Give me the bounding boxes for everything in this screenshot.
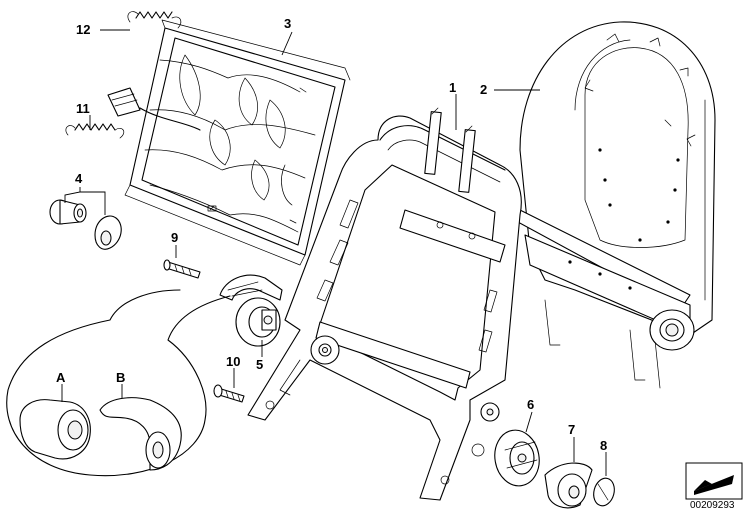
callout-3: 3 [284,16,291,31]
callout-5: 5 [256,357,263,372]
callout-11: 11 [76,101,90,116]
callout-7: 7 [568,422,575,437]
arrow-icon [685,462,743,500]
part-4-knob-and-washer [49,199,122,250]
part-8-disc [593,477,615,507]
part-12-spring [127,11,182,29]
callout-9: 9 [171,230,178,245]
part-7-cap [544,462,593,509]
part-1-backrest-frame [247,107,522,501]
cable-connector [107,87,201,131]
callout-8: 8 [600,438,607,453]
callout-B: B [116,370,125,385]
document-number: 00209293 [690,500,735,511]
callout-6: 6 [527,397,534,412]
callout-1: 1 [449,80,456,95]
callout-A: A [56,370,66,385]
part-11-spring [65,123,125,139]
part-9-screw [163,259,201,279]
part-5-recliner-mechanism [219,274,283,347]
callout-2: 2 [480,82,487,97]
leader-lines [61,29,607,476]
detail-callout-bubble [6,289,231,477]
part-2-backrest-shell [504,21,716,389]
part-3-suspension-mat [124,19,351,266]
callout-10: 10 [226,354,240,369]
part-6-cover [494,429,540,487]
callout-12: 12 [76,22,90,37]
part-10-bolt [213,384,245,403]
callout-4: 4 [75,171,83,186]
